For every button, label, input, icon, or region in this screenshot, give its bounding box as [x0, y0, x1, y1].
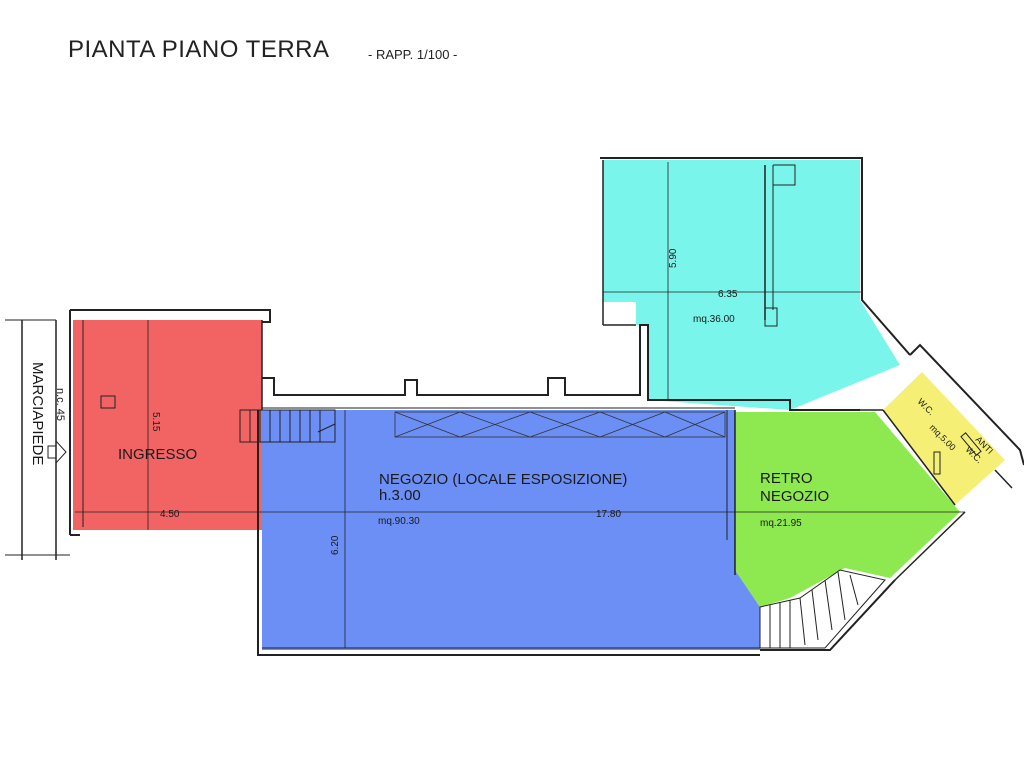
- room-negozio[interactable]: [262, 410, 760, 650]
- label-retro-line1: RETRO: [760, 470, 813, 487]
- dim-magazzino-width: 6.35: [718, 289, 738, 300]
- dimension-lines: [75, 162, 965, 648]
- label-ingresso: INGRESSO: [118, 446, 197, 463]
- area-retro: mq.21.95: [760, 518, 802, 529]
- room-ingresso[interactable]: [73, 320, 262, 530]
- dim-magazzino-depth: 5.90: [668, 248, 679, 268]
- room-wc[interactable]: [883, 372, 1005, 505]
- dim-total-length: 17.80: [596, 509, 621, 520]
- skylight-hatch: [394, 411, 726, 438]
- label-negozio: NEGOZIO (LOCALE ESPOSIZIONE): [379, 471, 627, 488]
- sidewalk-label: MARCIAPIEDE: [29, 362, 46, 465]
- dim-ingresso-depth: 5.15: [150, 412, 161, 432]
- plan-scale: - RAPP. 1/100 -: [368, 47, 458, 62]
- walls: [69, 157, 1024, 656]
- label-negozio-height: h.3.00: [379, 487, 421, 504]
- room-retro-negozio[interactable]: [735, 412, 960, 607]
- entrance-arrow-icon: [47, 439, 67, 465]
- staircase-right: [759, 569, 886, 649]
- street-strip: [5, 319, 70, 560]
- area-negozio: mq.90.30: [378, 516, 420, 527]
- area-magazzino: mq.36.00: [693, 314, 735, 325]
- civic-number: n.c. 45: [54, 388, 66, 421]
- staircase-left: [239, 409, 336, 443]
- plan-title: PIANTA PIANO TERRA: [68, 36, 330, 63]
- room-magazzino[interactable]: [603, 160, 900, 410]
- dim-negozio-depth: 6.20: [330, 535, 341, 555]
- dim-ingresso-width: 4.50: [160, 509, 180, 520]
- column-marker: [100, 395, 116, 409]
- label-retro-line2: NEGOZIO: [760, 488, 829, 505]
